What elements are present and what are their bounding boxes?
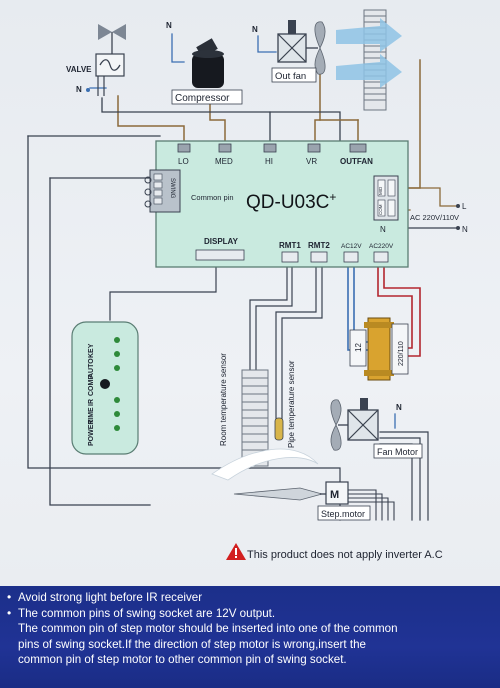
evaporator-coil — [241, 369, 269, 467]
n-valve-label: N — [76, 85, 82, 94]
ac220v-label: AC220V — [369, 243, 394, 250]
pipe-sensor-probe — [274, 417, 284, 441]
valve-symbol — [95, 24, 126, 96]
indoor-airflow — [211, 448, 319, 481]
remote-comp-label: COMP — [88, 375, 95, 396]
rmt1-label: RMT1 — [279, 241, 301, 250]
out-fan-symbol — [277, 20, 326, 75]
display-panel — [71, 321, 139, 455]
out-fan-label: Out fan — [275, 71, 306, 82]
transformer-220-label: 220/110 — [398, 341, 405, 366]
remote-time-label: TIME — [88, 407, 95, 424]
note-4: pins of swing socket.If the direction of… — [18, 637, 366, 651]
remote-key-label: KEY — [88, 343, 95, 358]
valve-label: VALVE — [66, 65, 92, 74]
n-main-label: N — [462, 225, 468, 234]
fan-motor-label: Fan Motor — [377, 447, 418, 457]
terminal-med: MED — [215, 157, 233, 166]
warning-text: This product does not apply inverter A.C — [247, 549, 443, 561]
note-3: The common pin of step motor should be i… — [18, 622, 398, 636]
fan-motor-symbol — [330, 398, 379, 451]
terminal-lo: LO — [178, 157, 189, 166]
display-label: DISPLAY — [204, 237, 239, 246]
step-motor-m: M — [330, 489, 339, 501]
terminal-vr: VR — [306, 157, 317, 166]
remote-auto-label: AUTO — [88, 358, 95, 378]
airflow-arrows — [336, 18, 402, 88]
compressor-label: Compressor — [175, 93, 230, 104]
swing-socket — [144, 169, 181, 213]
remote-ir-label: IR — [88, 399, 95, 406]
compressor-symbol — [192, 38, 224, 88]
step-motor-label: Step.motor — [321, 509, 365, 519]
n-outfan-label: N — [252, 25, 258, 34]
l-label: L — [462, 202, 467, 211]
pipe-sensor-label: Pipe temperature sensor — [287, 360, 296, 448]
step-motor-symbol — [233, 481, 349, 505]
display-connector — [195, 249, 245, 261]
com-label: COM — [378, 204, 383, 215]
swing-label: SWING — [169, 178, 175, 199]
n-board-label: N — [380, 225, 386, 234]
note-1: Avoid strong light before IR receiver — [6, 590, 498, 606]
relay-block — [373, 175, 399, 221]
transformer — [349, 317, 409, 381]
transformer-12-label: 12 — [354, 343, 363, 352]
terminal-hi: HI — [265, 157, 273, 166]
note-5: common pin of step motor to other common… — [18, 653, 347, 667]
notes-list: Avoid strong light before IR receiver Th… — [6, 590, 498, 668]
n-compressor-label: N — [166, 21, 172, 30]
model-label: QD-U03C+ — [246, 190, 336, 213]
room-sensor-label: Room temperature sensor — [219, 353, 228, 446]
terminal-row — [177, 143, 367, 153]
warning-icon — [226, 543, 246, 560]
mid-label: MID — [378, 186, 383, 195]
note-2: The common pins of swing socket are 12V … — [6, 606, 498, 622]
common-pin-label: Common pin — [191, 193, 234, 202]
n-fanmotor-label: N — [396, 403, 402, 412]
control-board — [155, 140, 409, 268]
remote-power-label: POWER — [88, 420, 95, 446]
terminal-outfan: OUTFAN — [340, 157, 373, 166]
rmt2-label: RMT2 — [308, 241, 330, 250]
ac12v-label: AC12V — [341, 243, 362, 250]
ac-input-label: AC 220V/110V — [410, 213, 459, 222]
